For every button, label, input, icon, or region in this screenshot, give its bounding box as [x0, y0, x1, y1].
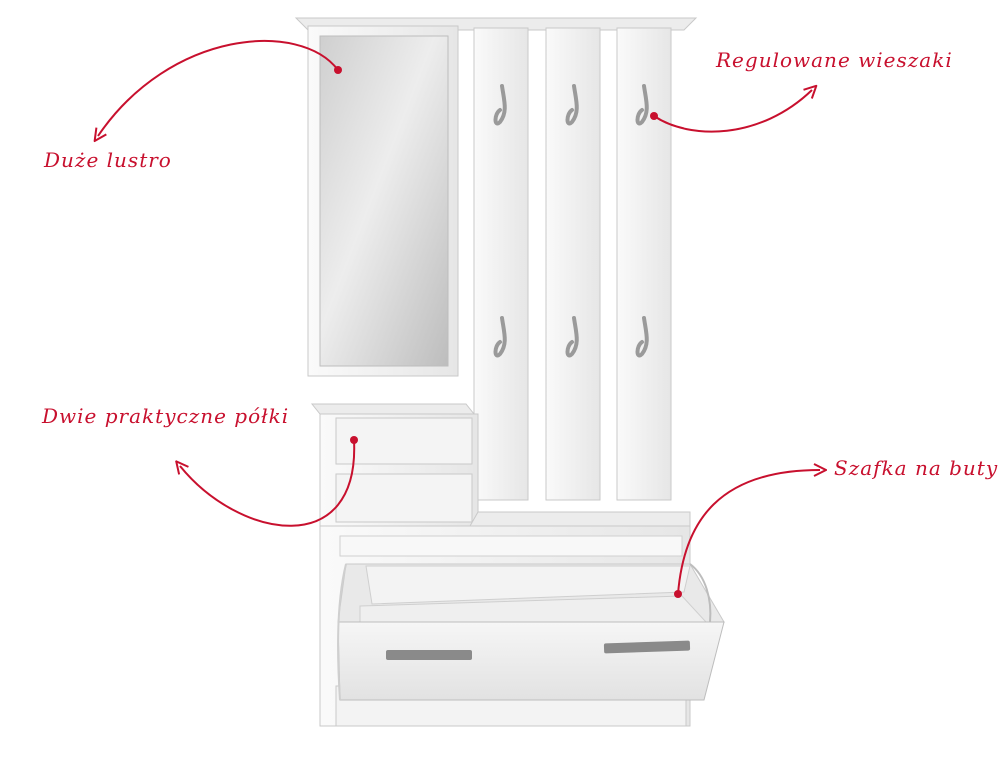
hook-panel-left [473, 27, 529, 501]
arrow-shelves [180, 439, 356, 527]
coat-hook-icon [635, 84, 649, 126]
callout-shoe-cabinet-label: Szafka na buty [834, 456, 999, 480]
callout-shelves-label: Dwie praktyczne półki [42, 404, 290, 428]
hook-panel-middle [545, 27, 601, 501]
coat-hook-icon [565, 84, 579, 126]
arrow-mirror [98, 40, 339, 136]
shelf-lower [335, 473, 473, 523]
coat-hook-icon [635, 316, 649, 358]
callout-hooks-label: Regulowane wieszaki [716, 48, 953, 72]
shoe-cabinet-open-door [337, 563, 725, 701]
coat-hook-icon [493, 84, 507, 126]
arrow-hooks [653, 90, 812, 133]
coat-hooks [493, 84, 649, 358]
drawer-handle-icon [386, 650, 472, 660]
callout-mirror-label: Duże lustro [44, 148, 172, 172]
hook-panel-right [616, 27, 672, 501]
coat-hook-icon [565, 316, 579, 358]
coat-hook-icon [493, 316, 507, 358]
shelf-upper [335, 417, 473, 465]
drawer-handle-icon [603, 640, 691, 654]
mirror [307, 25, 459, 377]
drawer-handles [386, 640, 691, 660]
shelf-unit [310, 403, 479, 527]
arrow-shoe [677, 470, 820, 595]
callout-arrows [98, 40, 820, 595]
